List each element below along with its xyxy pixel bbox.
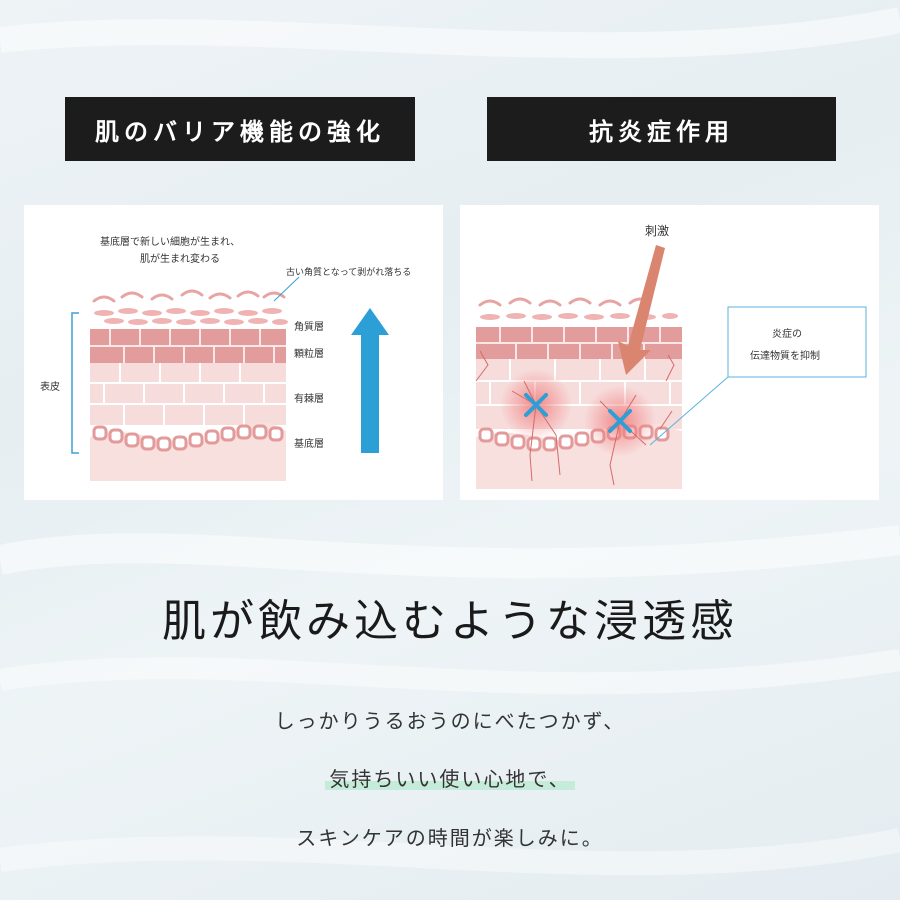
main-title: 肌が飲み込むような浸透感 — [162, 596, 738, 647]
stimulus-label: 刺激 — [645, 224, 670, 238]
callout-line-1: 炎症の — [772, 329, 802, 340]
epidermis-label: 表皮 — [40, 382, 60, 393]
anti-inflammatory-heading: 抗炎症作用 — [487, 97, 836, 161]
inflammation-diagram: 刺激 炎症の 伝達物質を抑制 — [460, 205, 879, 500]
inflammation-illustration — [475, 245, 867, 489]
skin-layers-illustration — [71, 276, 389, 481]
layer-label: 顆粒層 — [294, 349, 324, 360]
description-line-3: スキンケアの時間が楽しみに。 — [296, 826, 604, 850]
highlighted-phrase: 気持ちいい使い心地で、 — [325, 767, 575, 791]
description-line-2: 気持ちいい使い心地で、 — [0, 763, 900, 792]
layer-label: 基底層 — [294, 439, 324, 450]
note-line-1: 基底層で新しい細胞が生まれ、 — [100, 237, 241, 248]
note-line-2: 肌が生まれ変わる — [140, 254, 220, 265]
description-line-1: しっかりうるおうのにべたつかず、 — [274, 709, 626, 733]
peel-note: 古い角質となって剥がれ落ちる — [286, 268, 412, 278]
barrier-function-heading: 肌のバリア機能の強化 — [65, 97, 415, 161]
skin-structure-diagram: 基底層で新しい細胞が生まれ、 肌が生まれ変わる 古い角質となって剥がれ落ちる 表… — [24, 205, 443, 500]
layer-label: 有棘層 — [294, 394, 324, 405]
layer-label: 角質層 — [294, 322, 324, 333]
callout-line-2: 伝達物質を抑制 — [750, 351, 820, 362]
